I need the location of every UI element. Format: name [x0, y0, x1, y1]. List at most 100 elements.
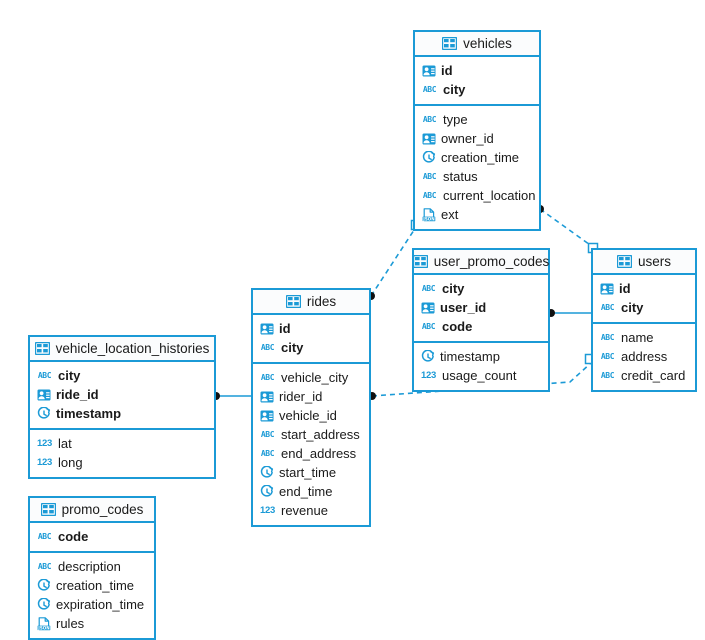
column-label: city — [281, 340, 304, 355]
svg-text:JSON: JSON — [422, 216, 435, 221]
column-row-user_id[interactable]: user_id — [414, 298, 548, 317]
table-header-rides[interactable]: rides — [253, 290, 369, 315]
table-header-vehicles[interactable]: vehicles — [415, 32, 539, 57]
column-label: city — [442, 281, 465, 296]
column-row-end_time[interactable]: end_time — [253, 482, 369, 501]
column-label: vehicle_id — [279, 408, 337, 423]
clock-icon — [259, 484, 274, 499]
abc-icon: ABC — [260, 448, 275, 458]
abc-icon: ABC — [422, 84, 437, 94]
column-row-timestamp[interactable]: timestamp — [30, 404, 214, 423]
column-row-rider_id[interactable]: rider_id — [253, 387, 369, 406]
clock-icon — [36, 578, 51, 593]
column-label: expiration_time — [56, 597, 145, 612]
table-icon — [40, 503, 56, 516]
column-row-vehicle_id[interactable]: vehicle_id — [253, 406, 369, 425]
abc-icon: ABC — [600, 351, 615, 361]
abc-icon: ABC — [260, 429, 275, 439]
column-label: end_address — [281, 446, 357, 461]
column-label: revenue — [281, 503, 328, 518]
abc-icon: ABC — [600, 302, 615, 312]
column-row-revenue[interactable]: 123 revenue — [253, 501, 369, 520]
column-label: rider_id — [279, 389, 323, 404]
column-row-id[interactable]: id — [593, 279, 695, 298]
relationship-line — [370, 226, 417, 297]
relationship-vehicle_location_histories-to-rides[interactable] — [212, 392, 251, 400]
column-row-creation_time[interactable]: creation_time — [30, 576, 154, 595]
column-label: code — [58, 529, 89, 544]
table-header-vehicle_location_histories[interactable]: vehicle_location_histories — [30, 337, 214, 362]
table-header-user_promo_codes[interactable]: user_promo_codes — [412, 250, 550, 275]
table-title: user_promo_codes — [433, 253, 550, 269]
relationship-user_promo_codes-to-users[interactable] — [547, 309, 591, 317]
123-icon: 123 — [37, 456, 52, 468]
abc-icon: ABC — [37, 370, 52, 380]
abc-icon: ABC — [421, 283, 436, 293]
column-row-end_address[interactable]: ABC end_address — [253, 444, 369, 463]
relationship-vehicles-to-users[interactable] — [536, 205, 599, 254]
table-header-promo_codes[interactable]: promo_codes — [30, 498, 154, 523]
abc-icon: ABC — [600, 370, 615, 380]
column-row-id[interactable]: id — [415, 61, 539, 80]
123-icon: 123 — [260, 504, 275, 516]
column-row-timestamp[interactable]: timestamp — [414, 347, 548, 366]
column-row-ext[interactable]: JSON ext — [415, 205, 539, 224]
column-label: lat — [58, 436, 72, 451]
column-row-id[interactable]: id — [253, 319, 369, 338]
table-header-users[interactable]: users — [593, 250, 695, 275]
abc-icon: ABC — [600, 332, 615, 342]
svg-text:JSON: JSON — [37, 625, 50, 630]
abc-icon: ABC — [260, 372, 275, 382]
column-row-creation_time[interactable]: creation_time — [415, 148, 539, 167]
table-icon — [616, 255, 632, 268]
column-label: timestamp — [56, 406, 122, 421]
column-row-city[interactable]: ABC city — [414, 279, 548, 298]
json-icon: JSON — [421, 207, 436, 222]
table-title: rides — [306, 293, 337, 309]
column-row-expiration_time[interactable]: expiration_time — [30, 595, 154, 614]
clock-icon — [421, 150, 436, 165]
123-icon: 123 — [421, 369, 436, 381]
table-icon — [34, 342, 50, 355]
column-label: start_time — [279, 465, 337, 480]
column-row-start_time[interactable]: start_time — [253, 463, 369, 482]
id-badge-icon — [259, 408, 274, 423]
column-row-owner_id[interactable]: owner_id — [415, 129, 539, 148]
column-row-ride_id[interactable]: ride_id — [30, 385, 214, 404]
id-badge-icon — [36, 387, 51, 402]
column-label: ext — [441, 207, 459, 222]
